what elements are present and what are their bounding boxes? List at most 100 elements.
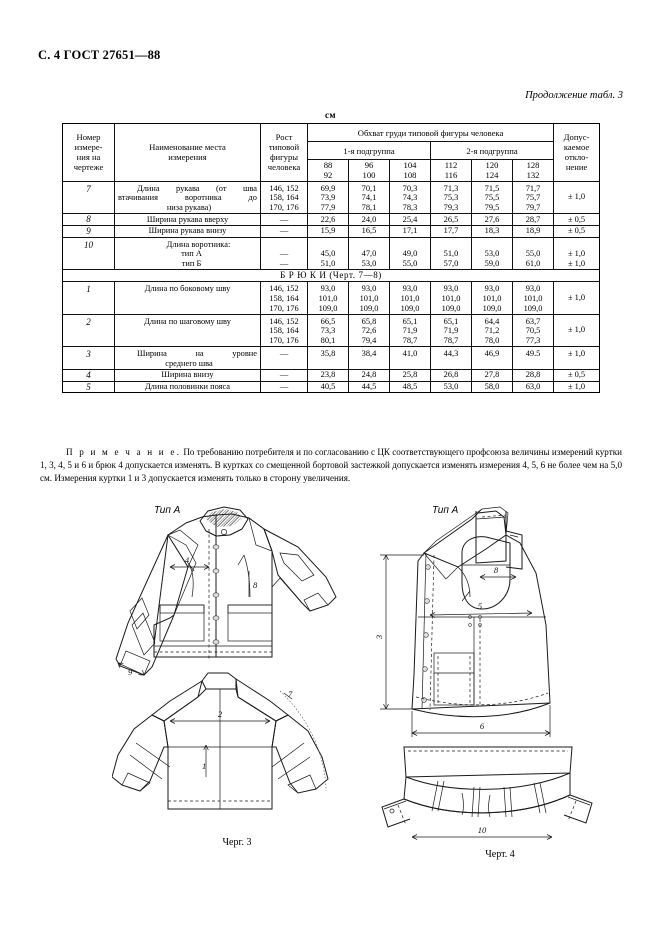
row-name: Ширина на уровне среднего шва [114,346,261,371]
cell-value: 45,0 [320,249,336,259]
row-name: Длина по шаговому шву [114,313,261,348]
cell-value: 26,8 [430,369,472,382]
name-line: Длина рукава (от шва [137,183,257,193]
height-line: 170, 176 [269,303,299,313]
col-header-chest-group: Обхват груди типовой фигуры человека [306,122,555,143]
note-text: По требованию потребителя и по согласова… [40,447,622,484]
height-line: 158, 164 [269,193,299,203]
col-header-size: 88 92 [307,159,349,182]
cell-value: 44,5 [348,380,390,394]
cell-value: 77,3 [525,336,541,346]
cell-value: 46,9 [471,346,513,371]
hdr-line: Рост [275,132,293,142]
cell-value: 77,9 [320,203,336,213]
cell-value: 27,8 [471,369,513,382]
row-values: 70,3 74,3 78,3 [389,180,431,215]
row-tolerance: ± 1,0 [553,346,601,371]
name-line: тип А [181,249,202,259]
row-values: 47,0 53,0 [348,236,390,271]
cell-value: 109,0 [400,303,420,313]
cell-value: 93,0 [361,283,377,293]
dim-label-1: 1 [202,761,206,771]
cell-value: 75,5 [484,193,500,203]
cell-value: 93,0 [484,283,500,293]
note-lead: П р и м е ч а н и е. [66,447,182,457]
dim-label-7: 7 [288,689,293,699]
row-tolerance: ± 1,0 ± 1,0 [553,236,601,271]
cell-value: 51,0 [320,259,336,269]
row-name: Длина половинки пояса [114,380,261,394]
row-values: 70,1 74,1 78,1 [348,180,390,215]
dim-label-4: 4 [185,555,190,565]
cell-value: 53,0 [361,259,377,269]
col-header-size: 128 132 [511,159,555,182]
cell-value: 15,9 [307,224,349,238]
cell-value: 78,1 [361,203,377,213]
cell-value: 16,5 [348,224,390,238]
name-line: тип Б [181,259,202,269]
cell-value: 63,7 [525,316,541,326]
dim-label-8: 8 [253,580,258,590]
cell-value: 47,0 [361,249,377,259]
hdr-line: измерения [168,152,207,163]
col-header-tolerance: Допус- каемое откло- нение [553,123,601,182]
col-header-subgroup-2: 2-я подгруппа [429,141,555,161]
cell-value: 40,5 [307,380,349,394]
hdr-line: ния на [76,152,101,163]
cell-value: 93,0 [402,283,418,293]
cell-value: 74,1 [361,193,377,203]
dim-label-2: 2 [218,709,223,719]
col-header-number: Номер измере- ния на чертеже [62,123,115,182]
figure-4: Тип А [370,505,630,860]
height-line: — [279,259,289,269]
col-header-size: 104 108 [389,159,431,182]
cell-value: 79,4 [361,336,377,346]
row-name: Длина воротника: тип А тип Б [114,236,261,271]
cell-value: 57,0 [443,259,459,269]
row-heights: — — [260,236,308,271]
col-header-size: 112 116 [430,159,472,182]
unit-label: см [325,110,336,120]
col-header-name: Наименование места измерения [114,123,261,182]
cell-value: 25,4 [389,213,431,226]
size-bottom: 108 [403,170,417,181]
cell-value: 71,9 [443,326,459,336]
size-top: 128 [526,160,540,171]
cell-value: 61,0 [525,259,541,269]
cell-value: 78,7 [443,336,459,346]
page-mark: С. 4 ГОСТ 27651—88 [38,48,161,62]
hdr-line: Номер [76,132,101,142]
dim-label-10: 10 [478,825,487,835]
name-line: Ширина на уровне [137,349,257,359]
size-bottom: 92 [323,170,333,181]
tol-line: ± 1,0 [567,259,586,269]
cell-value: 73,3 [320,326,336,336]
size-bottom: 100 [362,170,376,181]
row-index: 7 [62,180,115,215]
cell-value: 53,0 [430,380,472,394]
cell-value: 72,6 [361,326,377,336]
row-values: 66,5 73,3 80,1 [307,313,349,348]
row-heights: — [260,369,308,382]
col-header-size: 120 124 [471,159,513,182]
cell-value: 23,8 [307,369,349,382]
col-header-height: Рост типовой фигуры человека [260,123,308,182]
row-index: 1 [62,280,115,315]
cell-value: 78,3 [402,203,418,213]
row-values: 71,3 75,3 79,3 [430,180,472,215]
hdr-line: Наименование места [149,142,226,153]
cell-value: 51,0 [443,249,459,259]
note-paragraph: П р и м е ч а н и е. По требованию потре… [40,446,622,486]
figure-3-type-label: Тип А [154,505,181,516]
row-tolerance: ± 0,5 [553,224,601,238]
row-index: 8 [62,213,115,226]
cell-value: 44,3 [430,346,472,371]
cell-value: 48,5 [389,380,431,394]
row-tolerance: ± 0,5 [553,213,601,226]
cell-value: 70,5 [525,326,541,336]
size-top: 104 [403,160,417,171]
row-heights: — [260,380,308,394]
figure-4-caption: Черт. 4 [485,849,515,860]
row-values: 65,1 71,9 78,7 [389,313,431,348]
